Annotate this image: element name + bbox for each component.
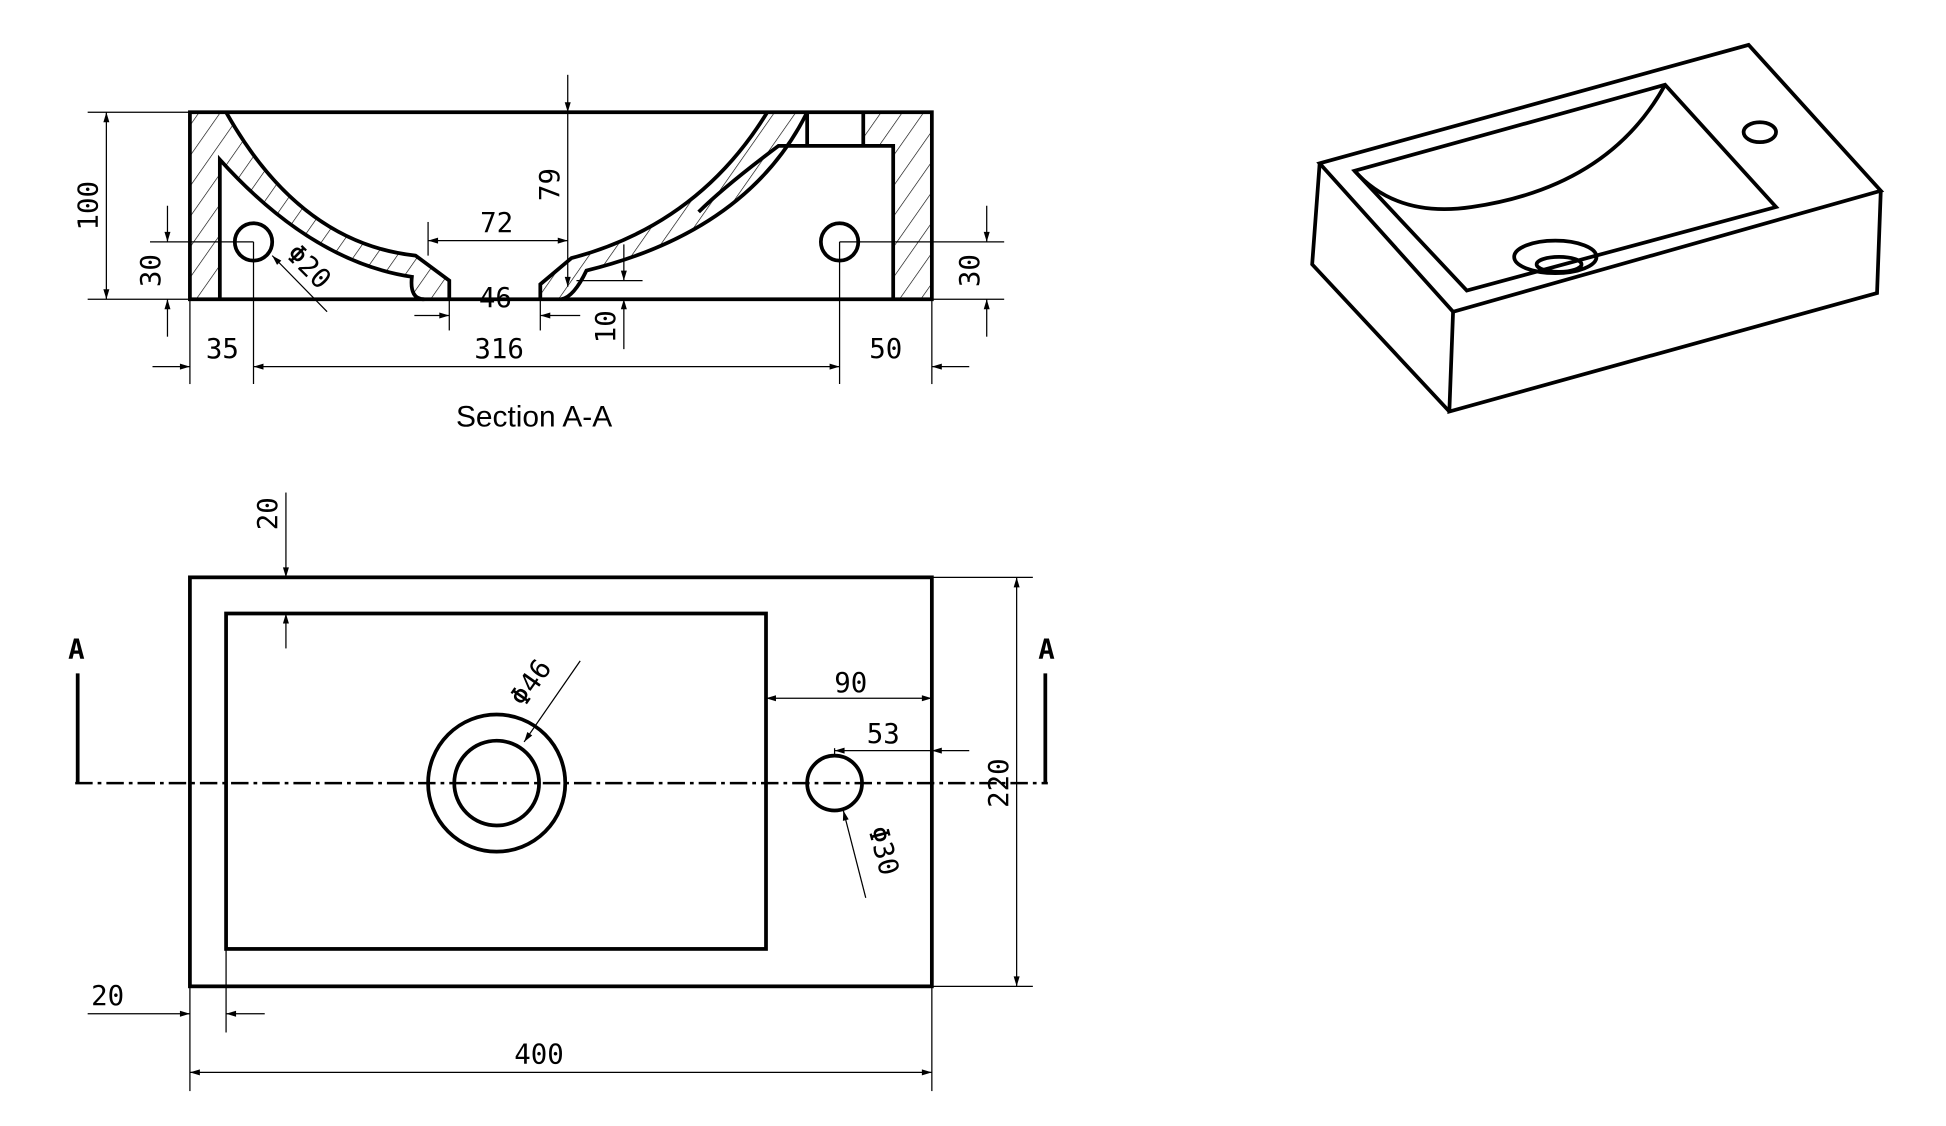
dim-tap-diameter: Φ30 bbox=[861, 823, 904, 879]
section-marker-right: A bbox=[1038, 634, 1055, 665]
right-wall-hatch bbox=[540, 112, 932, 300]
isometric-view bbox=[1310, 42, 1885, 414]
dim-tap-center-to-edge: 53 bbox=[867, 719, 900, 750]
dim-drain-width: 46 bbox=[479, 283, 512, 314]
section-caption: Section A-A bbox=[456, 400, 612, 433]
iso-top-face bbox=[1316, 42, 1885, 314]
dim-bottom-thickness: 10 bbox=[591, 310, 622, 343]
iso-front-face bbox=[1447, 190, 1883, 414]
dim-left-offset: 35 bbox=[206, 334, 239, 365]
dim-width: 400 bbox=[514, 1040, 564, 1071]
dim-side-wall: 20 bbox=[91, 981, 124, 1012]
iso-tap-hole bbox=[1741, 120, 1778, 145]
iso-drain-inner bbox=[1534, 255, 1584, 274]
dim-top-wall: 20 bbox=[253, 497, 284, 530]
dim-right-offset: 50 bbox=[869, 334, 902, 365]
iso-bowl-curve bbox=[1353, 83, 1667, 211]
dim-depth: 220 bbox=[984, 758, 1015, 808]
iso-side-face bbox=[1310, 163, 1451, 413]
section-view: 100 30 30 72 79 46 10 Φ20 bbox=[74, 74, 1005, 433]
section-marker-left: A bbox=[68, 634, 85, 665]
dim-bowl-depth: 79 bbox=[535, 168, 566, 201]
dim-hole-height-right: 30 bbox=[955, 254, 986, 287]
iso-bowl-rim bbox=[1351, 82, 1780, 293]
section-outline bbox=[188, 110, 934, 302]
dim-height-total: 100 bbox=[74, 181, 105, 231]
dim-hole-spacing: 316 bbox=[474, 334, 524, 365]
bowl-outline bbox=[224, 611, 768, 951]
top-view: A A 20 90 53 220 Φ46 Φ30 20 400 bbox=[68, 492, 1055, 1092]
dim-drain-top-width: 72 bbox=[480, 208, 513, 239]
dim-hole-height-left: 30 bbox=[136, 254, 167, 287]
dim-tap-to-edge: 90 bbox=[834, 668, 867, 699]
